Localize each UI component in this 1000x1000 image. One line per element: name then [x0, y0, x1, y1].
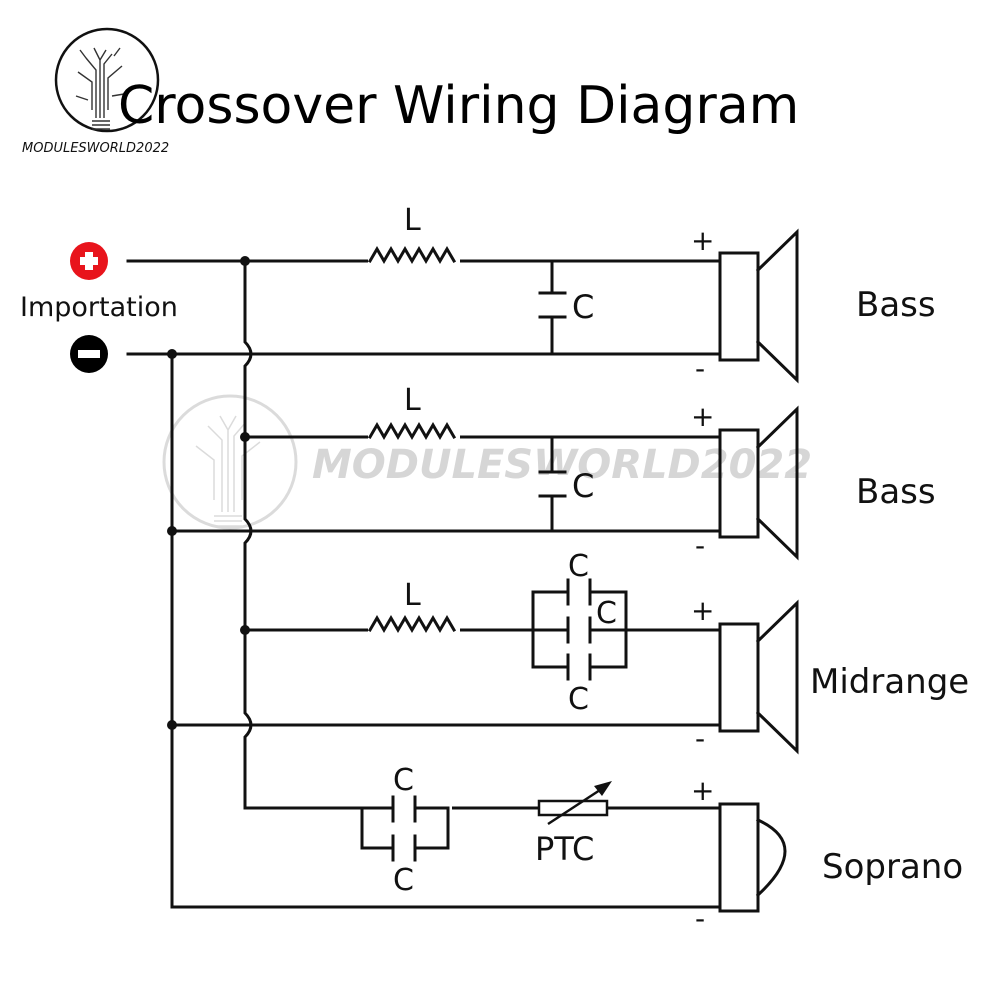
inductor-label: L — [404, 578, 421, 613]
plus-terminal-label: + — [691, 400, 714, 433]
watermark — [162, 394, 298, 530]
woofer-speaker-icon — [718, 228, 799, 384]
minus-terminal-label: - — [695, 722, 705, 755]
woofer-speaker-icon — [718, 405, 799, 561]
inductor-label: L — [404, 383, 421, 418]
speaker-label: Bass — [856, 472, 936, 512]
inductor-symbol — [367, 246, 457, 264]
minus-terminal-label: - — [695, 529, 705, 562]
page-title: Crossover Wiring Diagram — [118, 76, 799, 136]
capacitor-label: C — [596, 596, 617, 631]
speaker-label: Midrange — [810, 662, 969, 702]
tweeter-speaker-icon — [718, 802, 787, 913]
plus-terminal-label: + — [691, 594, 714, 627]
capacitor-label: C — [568, 682, 589, 717]
brand-label: MODULESWORLD2022 — [22, 141, 169, 156]
ptc-label: PTC — [535, 830, 594, 868]
capacitor-label: C — [393, 763, 414, 798]
capacitor-label: C — [572, 288, 594, 326]
capacitor-label: C — [568, 549, 589, 584]
capacitor-bank — [243, 806, 450, 850]
bus-wires — [126, 256, 722, 909]
capacitor-label: C — [572, 467, 594, 505]
capacitor-symbol — [538, 259, 567, 356]
midrange-speaker-icon — [718, 599, 799, 755]
ptc-thermistor-symbol — [537, 781, 612, 826]
inductor-symbol — [367, 615, 457, 633]
minus-terminal-label: - — [695, 902, 705, 935]
channel-midrange: L C C C + - Midrange — [367, 549, 969, 755]
inductor-label: L — [404, 203, 421, 238]
capacitor-label: C — [393, 863, 414, 898]
plus-terminal-label: + — [691, 224, 714, 257]
minus-terminal-label: - — [695, 352, 705, 385]
plus-circle-icon — [70, 242, 108, 280]
capacitor-symbol — [538, 435, 567, 533]
plus-terminal-label: + — [691, 774, 714, 807]
logo-icon — [54, 27, 160, 133]
channel-soprano: C C PTC + - Soprano — [243, 763, 963, 935]
speaker-label: Bass — [856, 285, 936, 325]
inductor-symbol — [367, 422, 457, 440]
minus-circle-icon — [70, 335, 108, 373]
input-label: Importation — [20, 292, 178, 323]
capacitor-bank — [531, 590, 722, 669]
channel-bass-2: L C + - Bass — [367, 383, 936, 562]
channel-bass-1: L C + - Bass — [367, 203, 936, 385]
speaker-label: Soprano — [822, 847, 963, 887]
